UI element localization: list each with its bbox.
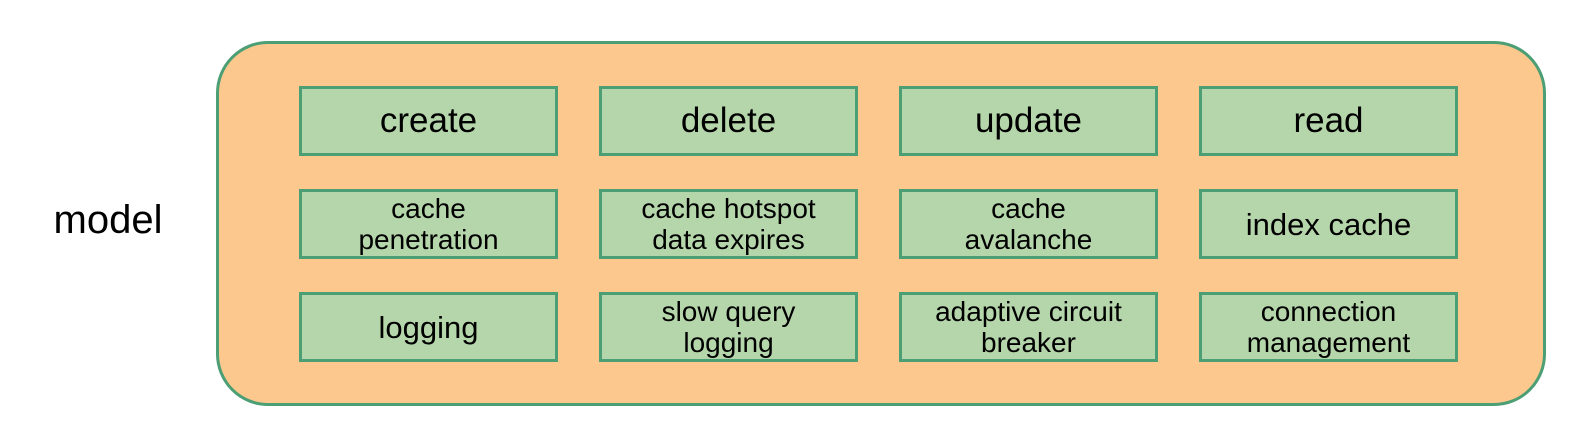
node-update[interactable]: update [899, 86, 1158, 156]
node-label: slow query logging [661, 296, 796, 358]
node-label: adaptive circuit breaker [935, 296, 1122, 358]
node-slow-query-logging[interactable]: slow query logging [599, 292, 858, 362]
group-label-model: model [53, 198, 163, 242]
node-read[interactable]: read [1199, 86, 1458, 156]
node-cache-hotspot-data-expires[interactable]: cache hotspot data expires [599, 189, 858, 259]
node-index-cache[interactable]: index cache [1199, 189, 1458, 259]
node-label: cache penetration [358, 193, 499, 255]
node-label: delete [680, 101, 777, 140]
node-cache-avalanche[interactable]: cache avalanche [899, 189, 1158, 259]
node-label: index cache [1245, 206, 1412, 242]
model-node-grid: create delete update read cache penetrat… [299, 86, 1458, 362]
node-cache-penetration[interactable]: cache penetration [299, 189, 558, 259]
node-adaptive-circuit-breaker[interactable]: adaptive circuit breaker [899, 292, 1158, 362]
node-delete[interactable]: delete [599, 86, 858, 156]
node-create[interactable]: create [299, 86, 558, 156]
node-label: logging [378, 309, 479, 345]
node-logging[interactable]: logging [299, 292, 558, 362]
node-label: connection management [1246, 296, 1411, 358]
node-label: read [1293, 101, 1364, 140]
node-label: cache hotspot data expires [641, 193, 816, 255]
node-label: update [974, 101, 1083, 140]
node-label: create [379, 101, 478, 140]
node-connection-management[interactable]: connection management [1199, 292, 1458, 362]
node-label: cache avalanche [964, 193, 1093, 255]
